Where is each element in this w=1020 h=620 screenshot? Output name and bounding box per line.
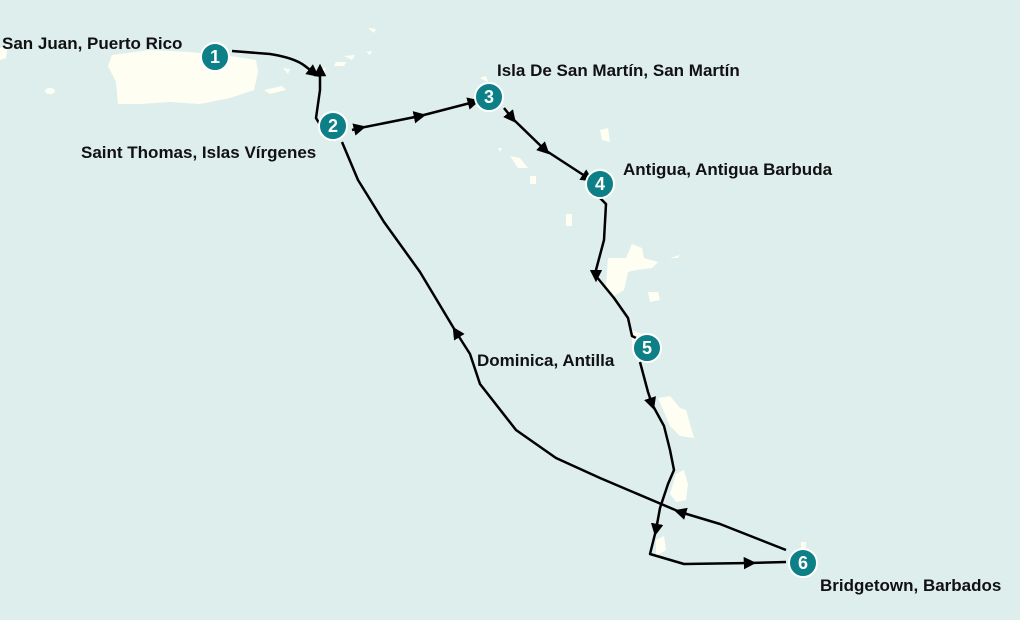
island-martinique — [658, 396, 694, 438]
cruise-route — [231, 49, 787, 570]
stop-label-3: Isla De San Martín, San Martín — [497, 61, 740, 80]
stop-label-2: Saint Thomas, Islas Vírgenes — [81, 143, 317, 162]
stop-label-1: San Juan, Puerto Rico — [2, 34, 183, 53]
stop-marker-5[interactable]: 5 — [632, 333, 662, 363]
stop-label-6: Bridgetown, Barbados — [820, 576, 1002, 595]
stop-marker-6[interactable]: 6 — [788, 548, 818, 578]
island-guadeloupe — [606, 244, 658, 296]
stop-marker-3[interactable]: 3 — [474, 82, 504, 112]
stop-marker-4[interactable]: 4 — [585, 169, 615, 199]
stop-marker-2[interactable]: 2 — [318, 111, 348, 141]
island-puerto-rico — [108, 50, 258, 104]
stop-label-5: Dominica, Antilla — [477, 351, 615, 370]
land-masses — [0, 28, 806, 556]
stop-label-4: Antigua, Antigua Barbuda — [623, 160, 833, 179]
stop-marker-1[interactable]: 1 — [200, 42, 230, 72]
